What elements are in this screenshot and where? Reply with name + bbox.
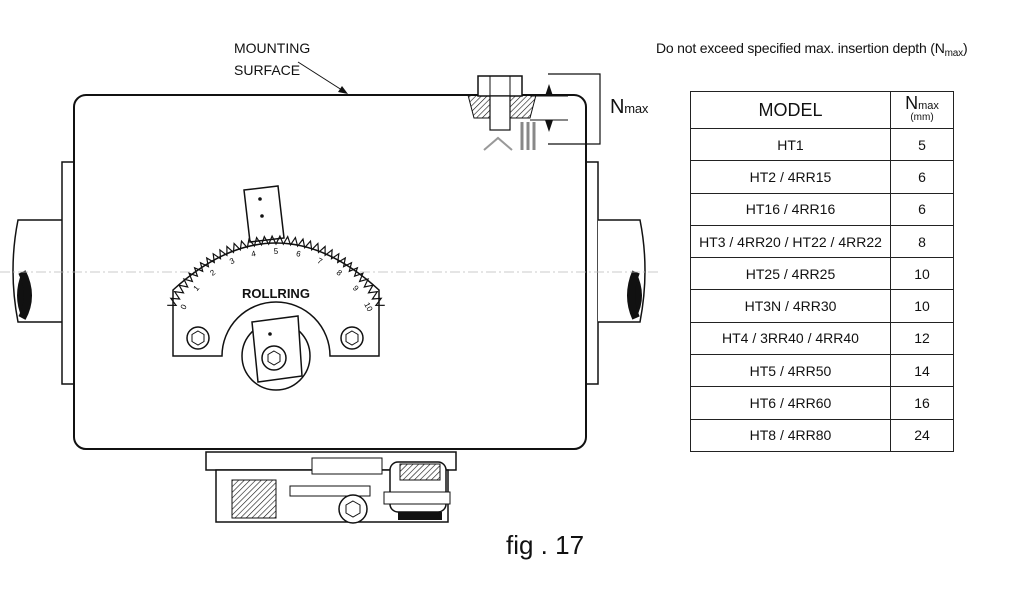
indicator-flag [243, 185, 285, 243]
scale-number: 5 [274, 247, 279, 256]
model-cell: HT3 / 4RR20 / HT22 / 4RR22 [690, 224, 891, 259]
bottom-mechanism [205, 451, 457, 524]
scale-number: 3 [228, 256, 236, 266]
figure-caption: fig . 17 [506, 530, 585, 560]
shaft-left [12, 161, 77, 385]
scale-number: 0 [179, 302, 189, 311]
nmax-cell: 8 [890, 224, 954, 259]
nmax-cell: 14 [890, 354, 954, 388]
insertion-bolt [467, 75, 537, 151]
model-cell: HT1 [690, 127, 891, 162]
scale-ticks [167, 234, 385, 307]
header-model: MODEL [690, 91, 891, 129]
nmax-dimension [530, 73, 601, 145]
scale-number: 4 [250, 249, 257, 259]
nmax-cell: 24 [890, 418, 954, 452]
nmax-cell: 12 [890, 321, 954, 356]
mounting-surface-label: MOUNTING SURFACE [234, 40, 311, 78]
scale-number: 7 [316, 256, 324, 266]
model-cell: HT3N / 4RR30 [690, 289, 891, 323]
plate-screw-left [186, 326, 210, 350]
nmax-cell: 16 [890, 386, 954, 420]
scale-number: 9 [351, 284, 361, 294]
scale-number: 6 [295, 249, 302, 259]
nmax-cell: 10 [890, 289, 954, 323]
scale-number: 1 [192, 283, 202, 293]
rollring-logo: ROLLRING [242, 286, 310, 301]
scale-number: 2 [208, 268, 217, 278]
model-cell: HT8 / 4RR80 [690, 418, 891, 452]
nmax-cell: 10 [890, 257, 954, 291]
scale-plate [172, 242, 380, 357]
plate-screw-right [340, 326, 364, 350]
scale-number: 8 [335, 268, 344, 278]
insertion-depth-note: Do not exceed specified max. insertion d… [656, 40, 968, 59]
adjustment-knob [241, 315, 311, 391]
model-cell: HT5 / 4RR50 [690, 354, 891, 388]
nmax-label: Nmax [610, 96, 649, 118]
header-nmax: Nmax(mm) [890, 91, 954, 129]
shaft-right [583, 161, 646, 385]
model-cell: HT2 / 4RR15 [690, 160, 891, 194]
model-cell: HT16 / 4RR16 [690, 192, 891, 226]
nmax-cell: 5 [890, 127, 954, 162]
model-cell: HT25 / 4RR25 [690, 257, 891, 291]
model-cell: HT6 / 4RR60 [690, 386, 891, 420]
nmax-cell: 6 [890, 160, 954, 194]
nmax-cell: 6 [890, 192, 954, 226]
scale-serration [167, 234, 385, 307]
model-cell: HT4 / 3RR40 / 4RR40 [690, 321, 891, 356]
